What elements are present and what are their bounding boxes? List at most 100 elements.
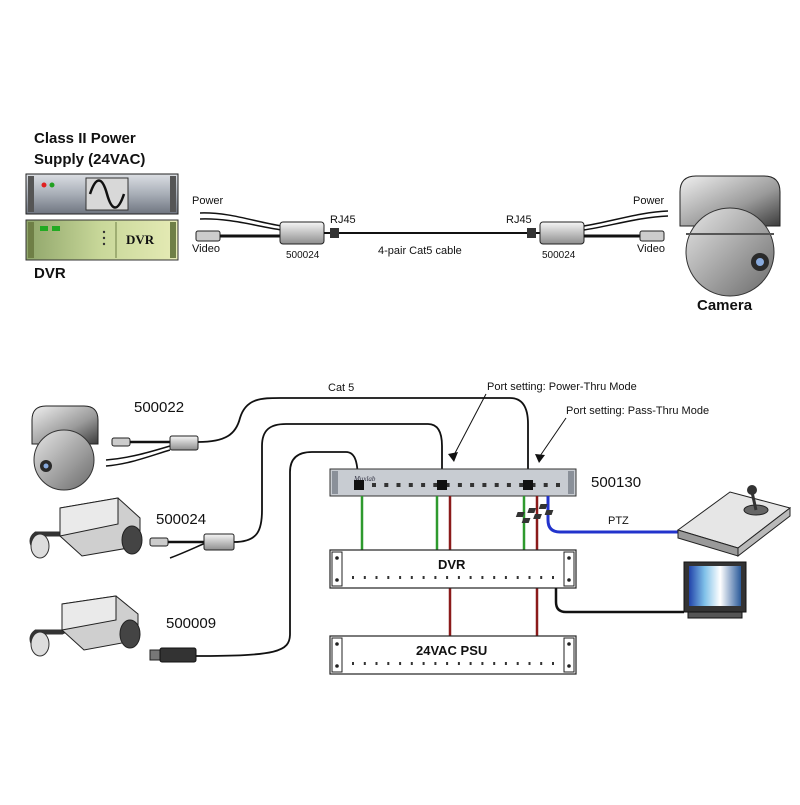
part-500024: 500024 <box>156 511 206 528</box>
psu-port <box>469 662 472 665</box>
psu-port <box>399 662 402 665</box>
hub-port <box>457 483 462 487</box>
right-rj45-label: RJ45 <box>506 214 532 226</box>
led-icon <box>41 182 47 188</box>
dvr-port <box>387 576 390 579</box>
dvr-port <box>469 576 472 579</box>
sine-wave-icon <box>88 179 126 209</box>
dvr-port <box>516 576 519 579</box>
hub-port <box>470 483 475 487</box>
dvr-unit-top: DVR <box>25 219 179 261</box>
bnc-connector-icon <box>149 537 169 547</box>
dvr-badge: DVR <box>126 232 155 247</box>
psu-port <box>387 662 390 665</box>
hub-port-active-2 <box>437 480 447 490</box>
hub-port <box>408 483 413 487</box>
hub-port <box>506 483 511 487</box>
left-video-label: Video <box>192 243 220 255</box>
arrow-icon <box>535 454 545 463</box>
dome-camera-small-icon <box>31 405 99 491</box>
left-balun-part: 500024 <box>286 250 320 261</box>
ptz-controller-icon <box>515 485 792 558</box>
psu-rack <box>329 635 577 675</box>
hub-port <box>519 483 524 487</box>
hub-port <box>494 483 499 487</box>
ptz-label: PTZ <box>608 515 629 527</box>
box-camera-1-icon <box>29 497 143 559</box>
monitor-cable <box>554 588 684 614</box>
dvr-port <box>540 576 543 579</box>
part-500022: 500022 <box>134 399 184 416</box>
hub-part-label: 500130 <box>591 474 641 491</box>
dvr-port <box>446 576 449 579</box>
psu-port <box>410 662 413 665</box>
dvr-port <box>399 576 402 579</box>
psu-port <box>528 662 531 665</box>
bnc-connector-icon <box>111 437 131 447</box>
ptz-wire <box>546 496 688 534</box>
dvr-port <box>552 576 554 579</box>
balun-500009 <box>149 647 197 663</box>
psu-port <box>375 662 378 665</box>
right-balun <box>527 210 669 245</box>
hub-port <box>372 483 376 487</box>
psu-rack-label: 24VAC PSU <box>416 643 487 658</box>
dvr-rack <box>329 549 577 589</box>
psu-port <box>352 662 354 665</box>
bnc-connector-icon <box>195 230 221 242</box>
monitor-icon <box>683 561 747 619</box>
dvr-port <box>410 576 413 579</box>
hub-500130: Muxlab <box>329 468 577 497</box>
power-thru-label: Port setting: Power-Thru Mode <box>487 381 637 393</box>
dvr-port <box>375 576 378 579</box>
cat5-cable-500022 <box>197 397 529 484</box>
right-video-label: Video <box>637 243 665 255</box>
dvr-ports <box>352 576 554 579</box>
led-icon <box>49 182 55 188</box>
power-thru-callout <box>453 393 487 456</box>
power-supply-title-line2: Supply (24VAC) <box>34 151 145 168</box>
part-500009: 500009 <box>166 615 216 632</box>
psu-port <box>493 662 496 665</box>
dvr-port <box>493 576 496 579</box>
left-power-label: Power <box>192 195 224 207</box>
dvr-rack-label: DVR <box>438 557 466 572</box>
cable-label: 4-pair Cat5 cable <box>378 245 462 257</box>
hub-port <box>531 483 536 487</box>
dvr-port <box>457 576 460 579</box>
dvr-port <box>363 576 366 579</box>
right-balun-part: 500024 <box>542 250 576 261</box>
dvr-label-top: DVR <box>34 265 66 282</box>
bnc-connector-icon <box>639 230 665 242</box>
psu-port <box>363 662 366 665</box>
pass-thru-callout <box>539 417 567 457</box>
rj45-plug-icon <box>527 228 536 238</box>
dvr-port <box>528 576 531 579</box>
cat5-cable-500009 <box>195 451 359 657</box>
dome-camera-icon <box>679 175 781 297</box>
power-supply-unit <box>25 173 179 215</box>
cat5-cable-500024 <box>233 423 443 543</box>
dvr-port <box>422 576 425 579</box>
psu-port <box>446 662 449 665</box>
box-camera-2-icon <box>29 595 141 657</box>
cat5-label: Cat 5 <box>328 382 354 394</box>
right-power-label: Power <box>633 195 665 207</box>
psu-ports <box>352 662 554 665</box>
balun-500024-bottom <box>149 533 235 559</box>
psu-port <box>540 662 543 665</box>
hub-port-active-3 <box>523 480 533 490</box>
rj45-plug-icon <box>149 649 161 661</box>
camera-label: Camera <box>697 297 753 314</box>
dvr-port <box>352 576 354 579</box>
dvr-port <box>481 576 484 579</box>
psu-port <box>422 662 425 665</box>
hub-port-active-1 <box>354 480 364 490</box>
psu-port <box>516 662 519 665</box>
psu-port <box>481 662 484 665</box>
balun-500022 <box>105 435 199 467</box>
hub-port <box>433 483 438 487</box>
hub-port <box>445 483 450 487</box>
